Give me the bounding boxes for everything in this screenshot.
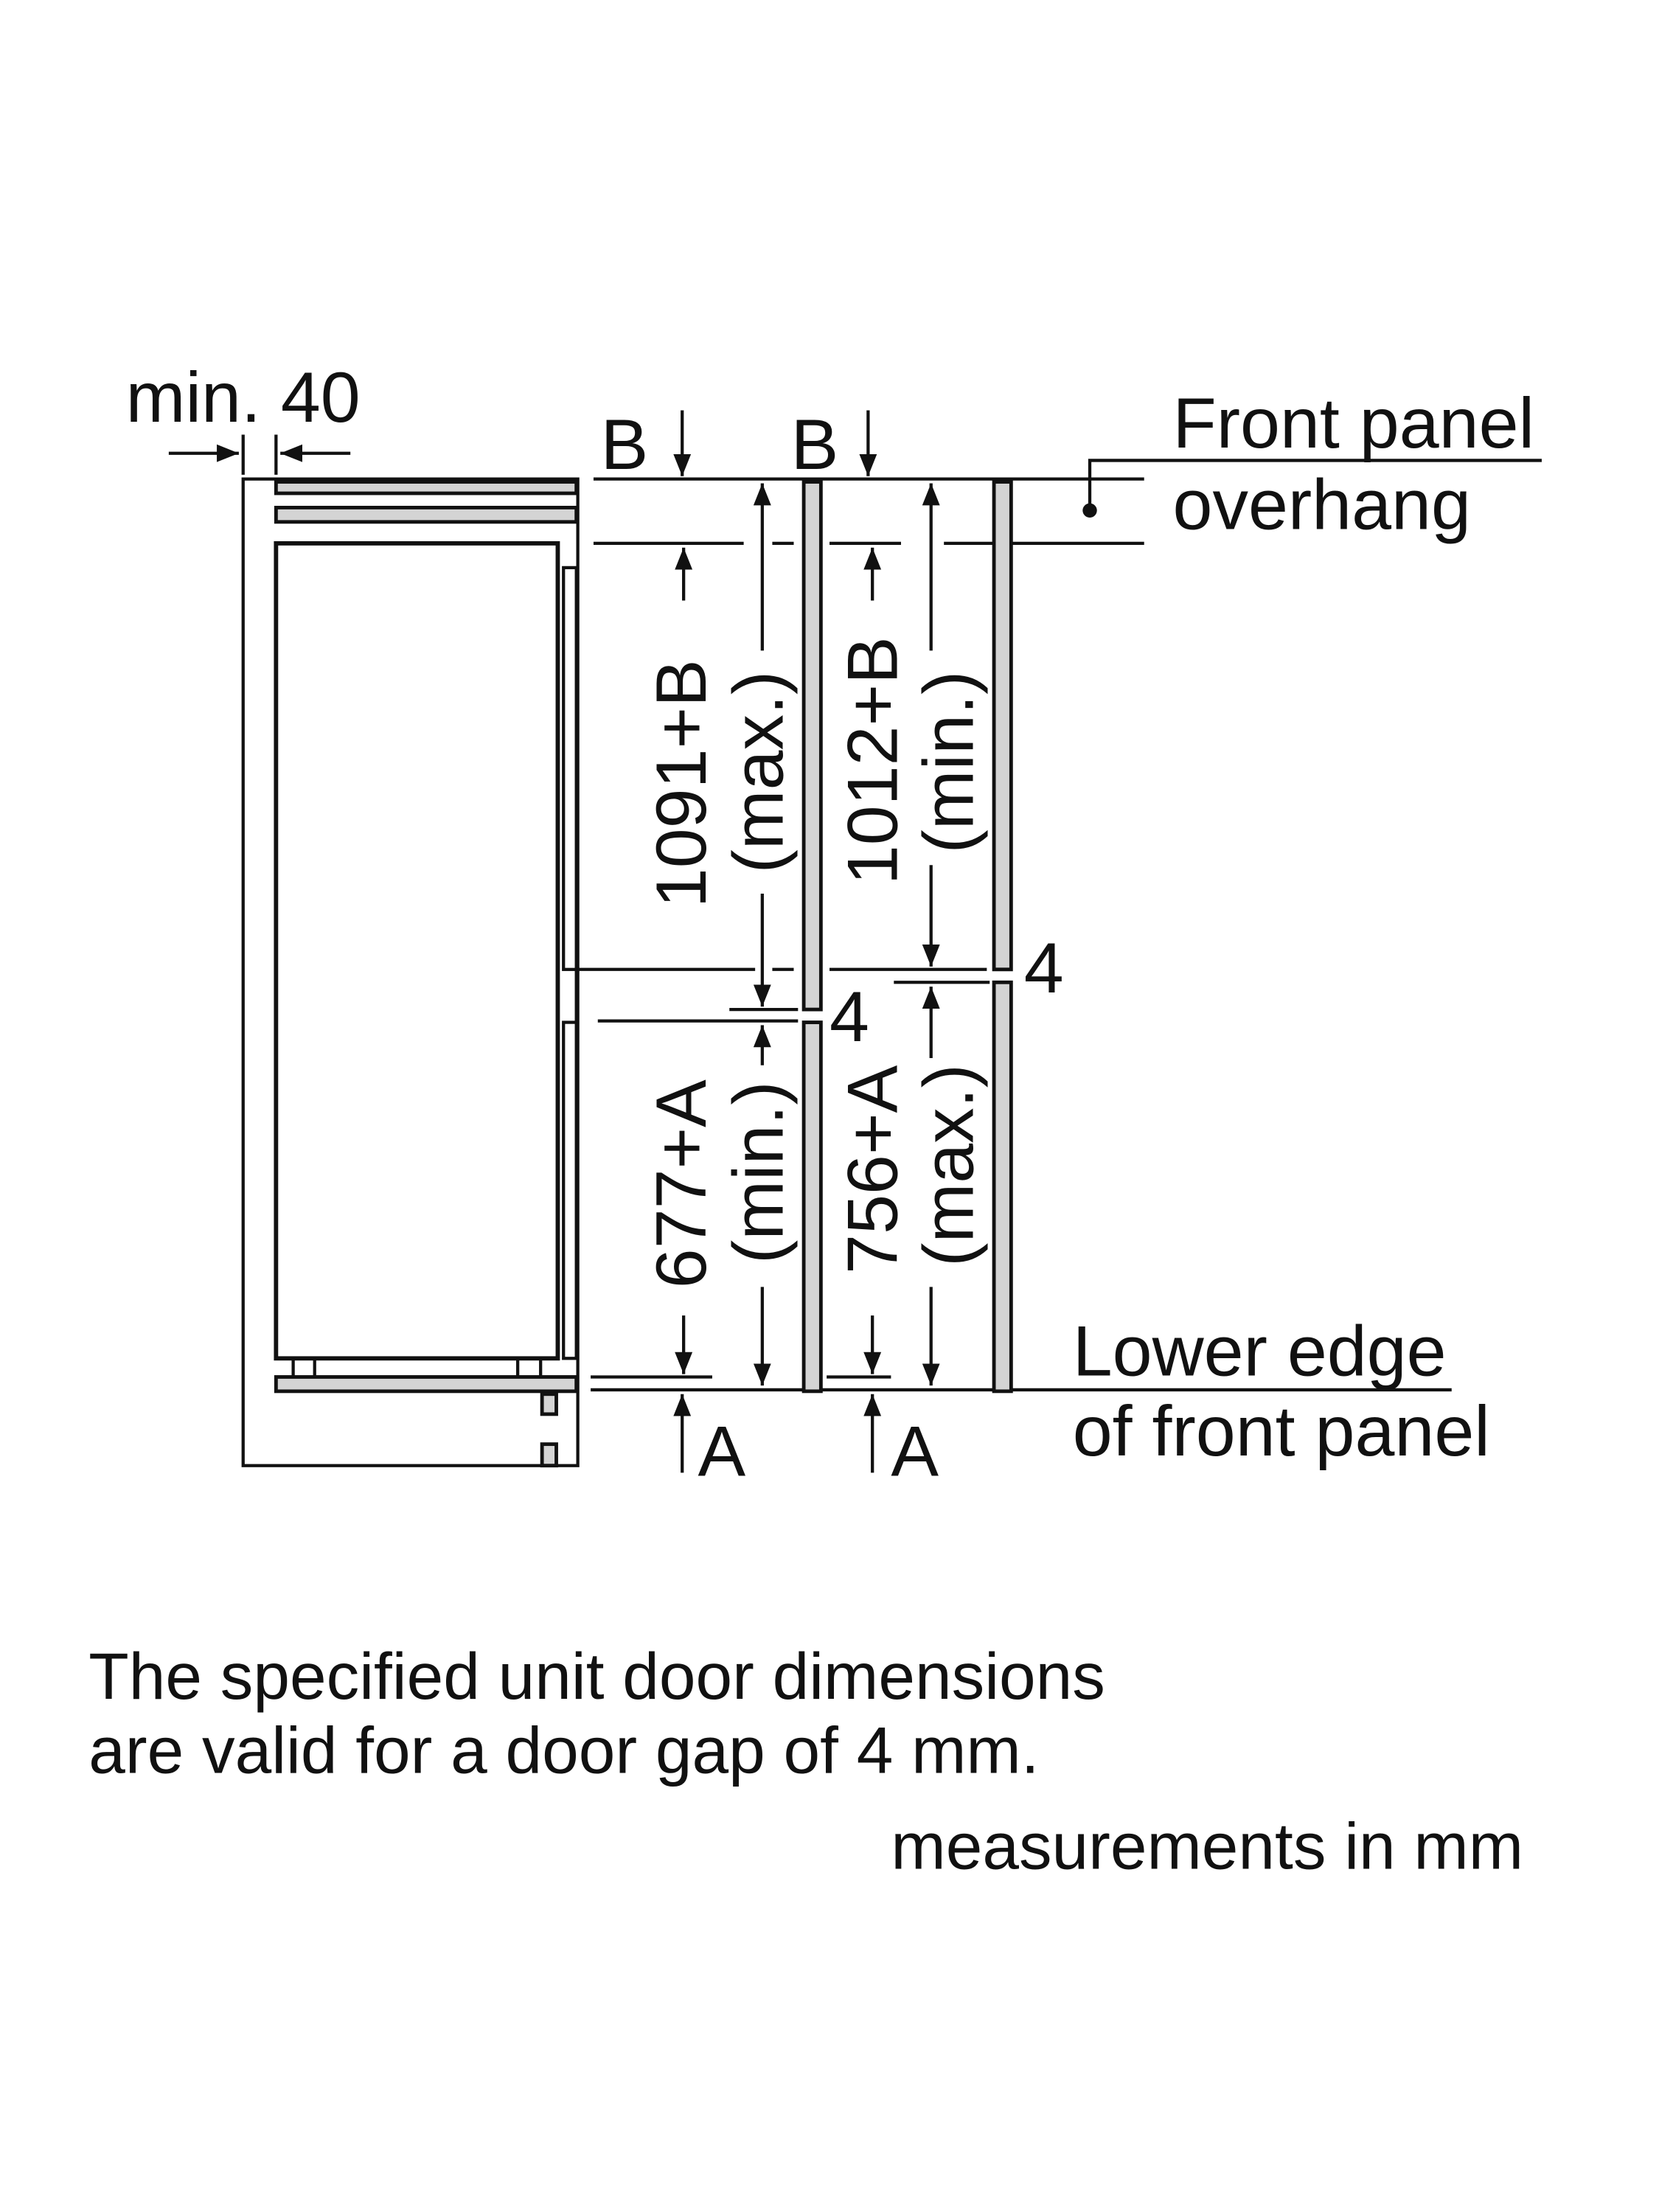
cabinet-niche bbox=[241, 477, 580, 1468]
note-line-1: The specified unit door dimensions bbox=[88, 1639, 1105, 1713]
callout-text: of front panel bbox=[1073, 1391, 1490, 1471]
a-label: A bbox=[891, 1411, 939, 1491]
door2-lower-panel bbox=[992, 980, 1013, 1394]
front-panel-overhang-callout: Front panel overhang bbox=[1082, 383, 1542, 545]
door1-lower-value: 677+A bbox=[641, 1079, 721, 1288]
gap-label: 4 bbox=[830, 976, 869, 1057]
door1-upper-qualifier: (max.) bbox=[718, 671, 799, 874]
a-label: A bbox=[698, 1411, 746, 1491]
b-label: B bbox=[791, 404, 839, 484]
door2-upper-value: 1012+B bbox=[832, 636, 913, 885]
min-gap-label: min. 40 bbox=[126, 357, 361, 437]
reference-lines bbox=[577, 477, 1452, 1392]
units-note: measurements in mm bbox=[891, 1809, 1523, 1883]
lower-edge-callout: Lower edge of front panel bbox=[1073, 1311, 1490, 1472]
door1-lower-panel bbox=[801, 1020, 823, 1394]
door2-lower-qualifier: (max.) bbox=[908, 1064, 988, 1267]
door-panels bbox=[801, 480, 1013, 1394]
dimension-labels: 1091+B (max.) 677+A (min.) 1012+B (min.)… bbox=[641, 636, 1064, 1288]
b-label: B bbox=[601, 404, 649, 484]
door1-lower-qualifier: (min.) bbox=[718, 1081, 799, 1264]
door2-upper-panel bbox=[992, 480, 1013, 972]
gap-label: 4 bbox=[1024, 928, 1064, 1008]
door2-upper-qualifier: (min.) bbox=[908, 671, 988, 854]
callout-text: overhang bbox=[1173, 465, 1471, 545]
callout-text: Front panel bbox=[1173, 383, 1535, 463]
door1-upper-panel bbox=[801, 480, 823, 1012]
b-a-markers: B B A A bbox=[601, 404, 939, 1491]
note-line-2: are valid for a door gap of 4 mm. bbox=[88, 1714, 1039, 1787]
door2-lower-value: 756+A bbox=[832, 1065, 913, 1273]
door1-upper-value: 1091+B bbox=[641, 659, 721, 908]
callout-text: Lower edge bbox=[1073, 1311, 1447, 1391]
dimension-arrows bbox=[675, 483, 940, 1386]
min-gap-dimension: min. 40 bbox=[126, 357, 361, 475]
